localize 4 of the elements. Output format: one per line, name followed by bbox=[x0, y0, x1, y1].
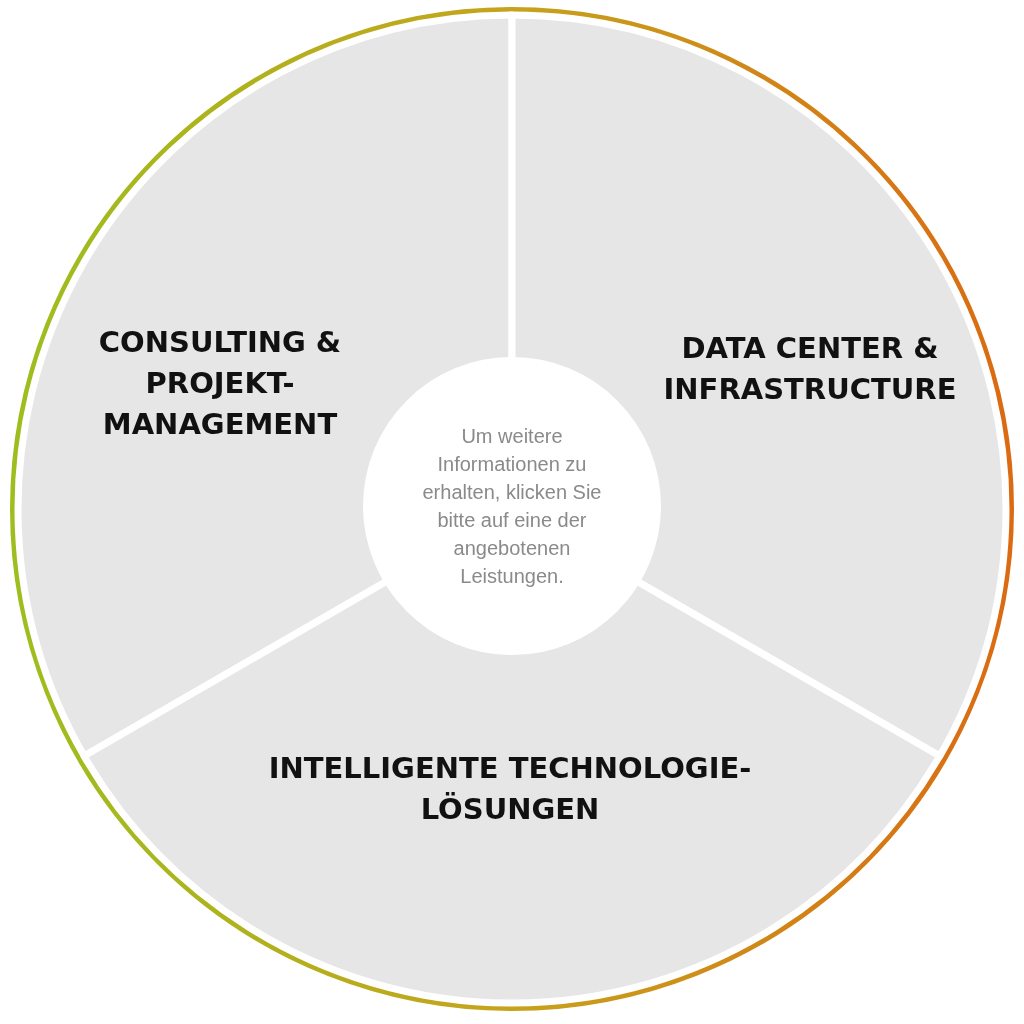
sector-label: CONSULTING & PROJEKT-MANAGEMENT bbox=[97, 324, 343, 444]
sector-label: DATA CENTER & INFRASTRUCTURE bbox=[662, 330, 958, 409]
instruction-text: Um weitere Informationen zu erhalten, klicken Sie bitte auf eine der angebotenen Leistungen. bbox=[421, 424, 603, 589]
sector-label: INTELLIGENTE TECHNOLOGIE-LÖSUNGEN bbox=[267, 750, 753, 829]
